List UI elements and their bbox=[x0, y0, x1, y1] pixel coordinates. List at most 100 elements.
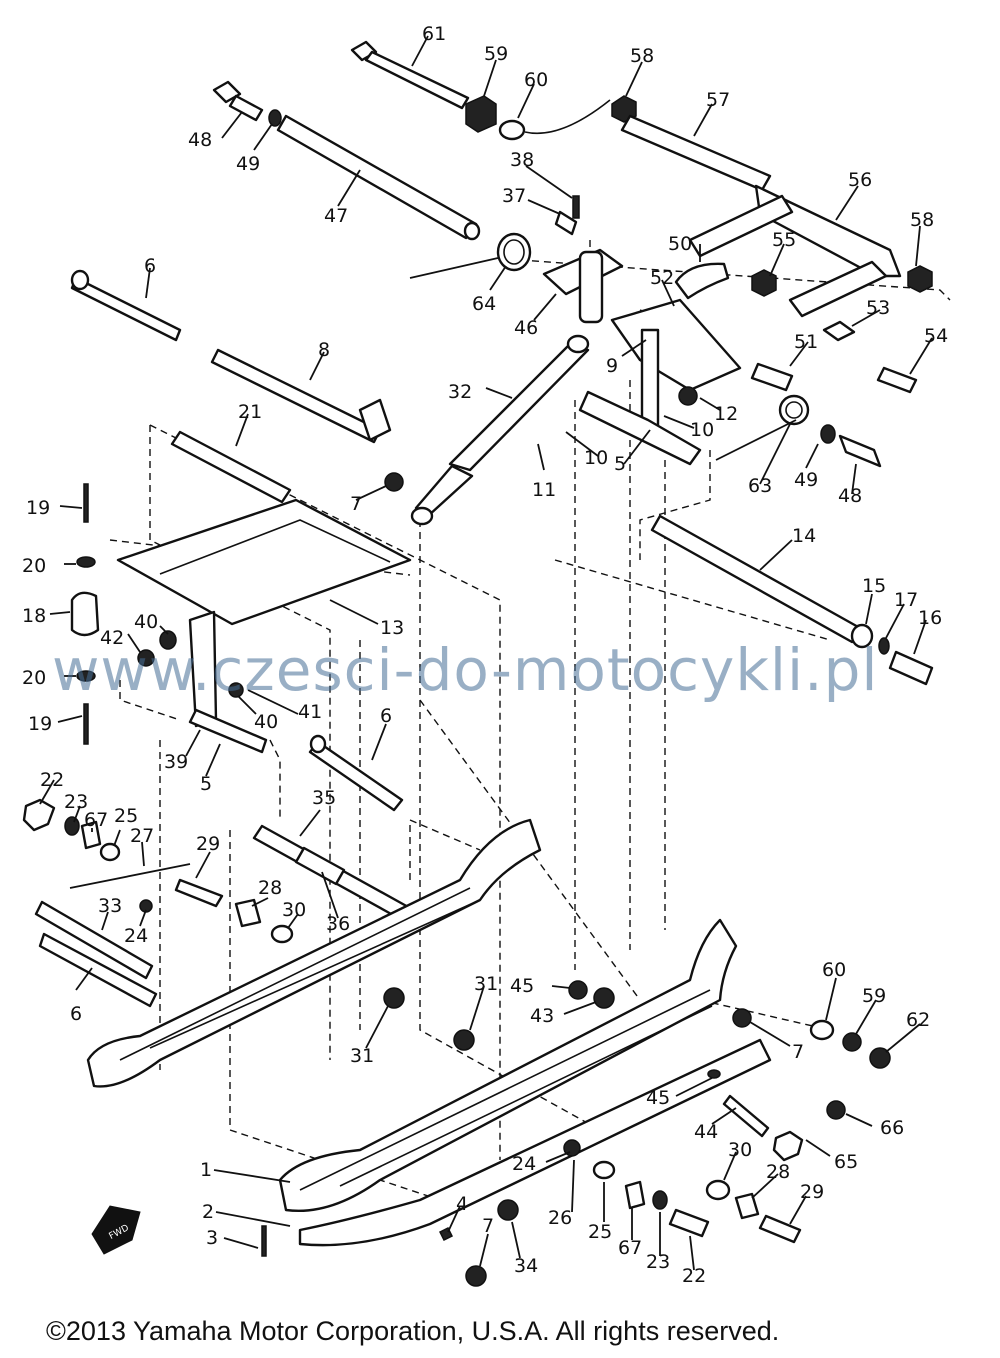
callout-24: 24 bbox=[512, 1153, 536, 1175]
callout-8: 8 bbox=[318, 339, 330, 361]
callout-3: 3 bbox=[206, 1227, 218, 1249]
callout-42: 42 bbox=[100, 627, 124, 649]
callout-57: 57 bbox=[706, 89, 730, 111]
callout-leaders bbox=[39, 35, 933, 1271]
callout-48: 48 bbox=[188, 129, 212, 151]
callout-56: 56 bbox=[848, 169, 872, 191]
callout-46: 46 bbox=[514, 317, 538, 339]
callout-34: 34 bbox=[514, 1255, 538, 1277]
callout-2: 2 bbox=[202, 1201, 214, 1223]
callout-63: 63 bbox=[748, 475, 772, 497]
callout-47: 47 bbox=[324, 205, 348, 227]
callout-37: 37 bbox=[502, 185, 526, 207]
callout-19: 19 bbox=[26, 497, 50, 519]
callout-22: 22 bbox=[40, 769, 64, 791]
callout-25: 25 bbox=[114, 805, 138, 827]
callout-50: 50 bbox=[668, 233, 692, 255]
callout-7: 7 bbox=[792, 1041, 804, 1063]
slide-rails bbox=[86, 818, 772, 1247]
callout-45: 45 bbox=[510, 975, 534, 997]
callout-64: 64 bbox=[472, 293, 496, 315]
callout-41: 41 bbox=[298, 701, 322, 723]
callout-31: 31 bbox=[474, 973, 498, 995]
callout-labels: 61 59 60 58 57 48 49 38 47 37 56 58 6 50… bbox=[22, 23, 948, 1287]
callout-23: 23 bbox=[646, 1251, 670, 1273]
callout-17: 17 bbox=[894, 589, 918, 611]
callout-39: 39 bbox=[164, 751, 188, 773]
callout-4: 4 bbox=[456, 1193, 468, 1215]
callout-30: 30 bbox=[728, 1139, 752, 1161]
callout-66: 66 bbox=[880, 1117, 904, 1139]
callout-18: 18 bbox=[22, 605, 46, 627]
callout-31: 31 bbox=[350, 1045, 374, 1067]
callout-7: 7 bbox=[482, 1215, 494, 1237]
callout-32: 32 bbox=[448, 381, 472, 403]
callout-6: 6 bbox=[70, 1003, 82, 1025]
callout-38: 38 bbox=[510, 149, 534, 171]
callout-25: 25 bbox=[588, 1221, 612, 1243]
callout-29: 29 bbox=[196, 833, 220, 855]
callout-43: 43 bbox=[530, 1005, 554, 1027]
callout-54: 54 bbox=[924, 325, 948, 347]
callout-49: 49 bbox=[236, 153, 260, 175]
callout-23: 23 bbox=[64, 791, 88, 813]
callout-21: 21 bbox=[238, 401, 262, 423]
callout-44: 44 bbox=[694, 1121, 718, 1143]
lower-right-parts bbox=[261, 980, 891, 1287]
callout-7: 7 bbox=[350, 493, 362, 515]
callout-6: 6 bbox=[380, 705, 392, 727]
shock-absorber bbox=[410, 334, 590, 526]
callout-29: 29 bbox=[800, 1181, 824, 1203]
callout-10: 10 bbox=[584, 447, 608, 469]
callout-9: 9 bbox=[606, 355, 618, 377]
callout-58: 58 bbox=[910, 209, 934, 231]
callout-40: 40 bbox=[134, 611, 158, 633]
rear-upper-arm-group bbox=[212, 40, 933, 468]
callout-59: 59 bbox=[484, 43, 508, 65]
callout-48: 48 bbox=[838, 485, 862, 507]
callout-12: 12 bbox=[714, 403, 738, 425]
callout-45: 45 bbox=[646, 1087, 670, 1109]
callout-52: 52 bbox=[650, 267, 674, 289]
watermark-text: www.czesci-do-motocykli.pl bbox=[52, 636, 879, 704]
callout-51: 51 bbox=[794, 331, 818, 353]
lower-left-parts bbox=[22, 798, 412, 1008]
callout-5: 5 bbox=[200, 773, 212, 795]
callout-33: 33 bbox=[98, 895, 122, 917]
callout-19: 19 bbox=[28, 713, 52, 735]
front-arm-assembly bbox=[70, 483, 412, 812]
copyright-footer: ©2013 Yamaha Motor Corporation, U.S.A. A… bbox=[46, 1316, 780, 1346]
callout-6: 6 bbox=[144, 255, 156, 277]
callout-27: 27 bbox=[130, 825, 154, 847]
callout-36: 36 bbox=[326, 913, 350, 935]
callout-60: 60 bbox=[822, 959, 846, 981]
callout-28: 28 bbox=[766, 1161, 790, 1183]
callout-11: 11 bbox=[532, 479, 556, 501]
fwd-arrow-badge: FWD bbox=[91, 1205, 141, 1255]
callout-1: 1 bbox=[200, 1159, 212, 1181]
callout-24: 24 bbox=[124, 925, 148, 947]
callout-65: 65 bbox=[834, 1151, 858, 1173]
callout-15: 15 bbox=[862, 575, 886, 597]
callout-20: 20 bbox=[22, 555, 46, 577]
callout-62: 62 bbox=[906, 1009, 930, 1031]
callout-26: 26 bbox=[548, 1207, 572, 1229]
callout-55: 55 bbox=[772, 229, 796, 251]
callout-35: 35 bbox=[312, 787, 336, 809]
callout-67: 67 bbox=[84, 809, 108, 831]
callout-22: 22 bbox=[682, 1265, 706, 1287]
callout-59: 59 bbox=[862, 985, 886, 1007]
callout-40: 40 bbox=[254, 711, 278, 733]
callout-13: 13 bbox=[380, 617, 404, 639]
middle-shafts bbox=[70, 269, 934, 686]
callout-20: 20 bbox=[22, 667, 46, 689]
callout-58: 58 bbox=[630, 45, 654, 67]
callout-28: 28 bbox=[258, 877, 282, 899]
callout-14: 14 bbox=[792, 525, 816, 547]
callout-49: 49 bbox=[794, 469, 818, 491]
callout-5: 5 bbox=[614, 453, 626, 475]
callout-61: 61 bbox=[422, 23, 446, 45]
callout-30: 30 bbox=[282, 899, 306, 921]
callout-53: 53 bbox=[866, 297, 890, 319]
